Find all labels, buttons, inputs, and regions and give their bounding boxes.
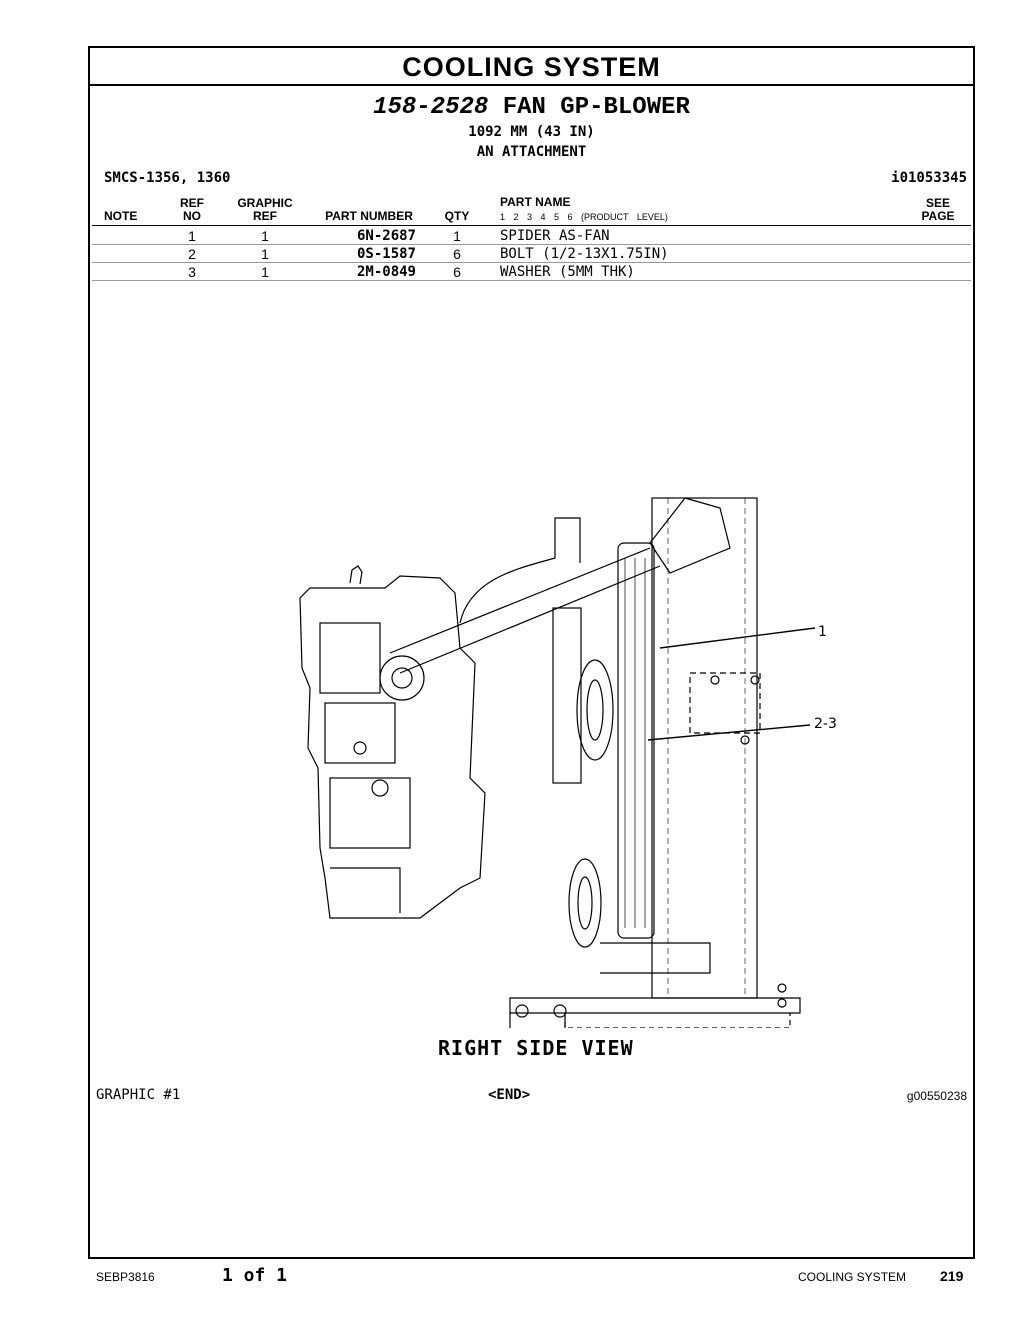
row-graphic-ref: 1: [261, 246, 269, 262]
group-part-number: 158-2528: [373, 94, 489, 121]
header-see-page: SEE PAGE: [916, 197, 960, 223]
smcs-code: SMCS-1356, 1360: [104, 170, 231, 186]
row-ref: 2: [188, 246, 196, 262]
header-product-levels: 1 2 3 4 5 6 (PRODUCT LEVEL): [500, 212, 668, 222]
header-part-name: PART NAME: [500, 195, 571, 209]
end-marker: <END>: [488, 1087, 531, 1103]
row-graphic-ref: 1: [261, 264, 269, 280]
footer-page-of: 1 of 1: [222, 1265, 288, 1286]
header-graphic-top: GRAPHIC: [237, 196, 293, 210]
header-note: NOTE: [104, 209, 138, 223]
group-title: 158-2528 FAN GP-BLOWER: [90, 94, 973, 121]
header-part-number: PART NUMBER: [325, 209, 413, 223]
footer-doc-id: SEBP3816: [96, 1270, 155, 1284]
row-part-name: WASHER (5MM THK): [500, 264, 635, 280]
callout-1: 1: [818, 624, 827, 640]
callout-2-3: 2-3: [814, 716, 837, 732]
view-label: RIGHT SIDE VIEW: [438, 1036, 634, 1060]
row-part-name: BOLT (1/2-13X1.75IN): [500, 246, 669, 262]
document-ident: i01053345: [891, 170, 967, 186]
graphic-number: g00550238: [906, 1089, 967, 1103]
row-qty: 1: [453, 228, 461, 244]
header-ref: REF NO: [176, 197, 208, 223]
engine-fan-drawing: 1 2-3: [299, 497, 837, 1028]
page-frame: COOLING SYSTEM 158-2528 FAN GP-BLOWER 10…: [88, 46, 975, 1259]
footer-section: COOLING SYSTEM: [798, 1270, 907, 1284]
group-size: 1092 MM (43 IN): [468, 124, 595, 140]
row-ref: 1: [188, 228, 196, 244]
row-divider: [92, 280, 971, 281]
header-ref-bottom: NO: [183, 209, 201, 223]
header-graphic-bottom: REF: [253, 209, 277, 223]
row-graphic-ref: 1: [261, 228, 269, 244]
footer-page-number: 219: [940, 1268, 964, 1284]
row-divider: [92, 244, 971, 245]
row-divider: [92, 262, 971, 263]
group-attachment: AN ATTACHMENT: [476, 144, 587, 160]
header-see-top: SEE: [925, 196, 950, 210]
row-part-number: 2M-0849: [356, 264, 416, 280]
row-ref: 3: [188, 264, 196, 280]
header-graphic-ref: GRAPHIC REF: [230, 197, 300, 223]
row-qty: 6: [453, 246, 461, 262]
row-part-name: SPIDER AS-FAN: [500, 228, 610, 244]
group-name: FAN GP-BLOWER: [502, 94, 690, 121]
row-part-number: 0S-1587: [356, 246, 416, 262]
row-part-number: 6N-2687: [356, 228, 416, 244]
graphic-label: GRAPHIC #1: [96, 1087, 181, 1103]
section-title: COOLING SYSTEM: [90, 48, 973, 86]
header-see-bottom: PAGE: [921, 209, 955, 223]
table-header-rule: [92, 225, 971, 226]
header-ref-top: REF: [180, 196, 204, 210]
row-qty: 6: [453, 264, 461, 280]
header-qty: QTY: [444, 209, 470, 223]
